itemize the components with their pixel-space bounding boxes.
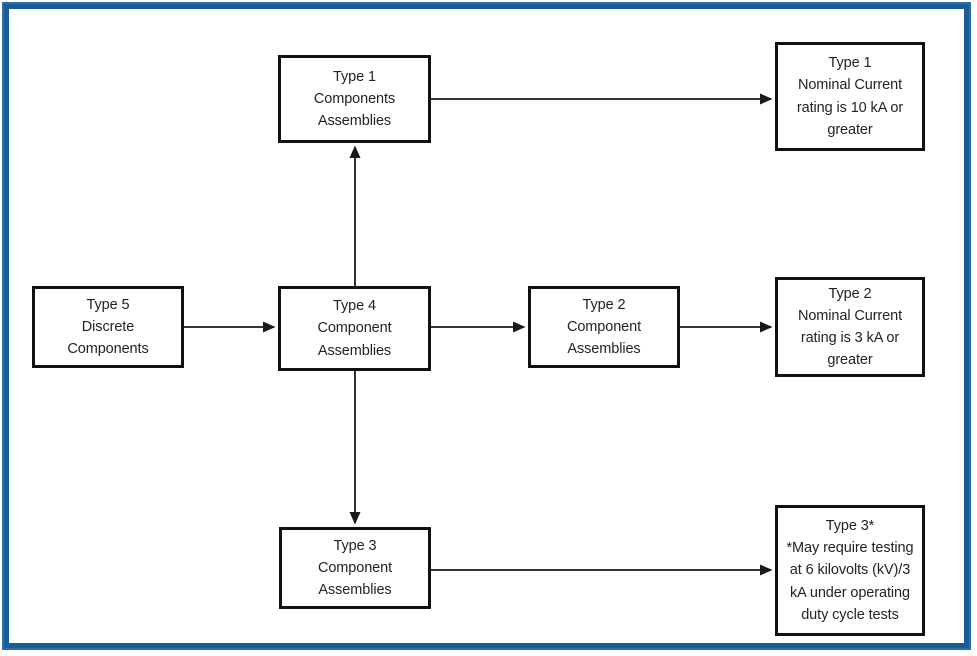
- node-label: Type 1 Nominal Current rating is 10 kA o…: [796, 55, 904, 138]
- node-type3-component[interactable]: Type 3 Component Assemblies: [279, 527, 431, 609]
- node-label: Type 5 Discrete Components: [67, 296, 149, 358]
- node-label: Type 4 Component Assemblies: [317, 298, 392, 359]
- node-type2-rating[interactable]: Type 2 Nominal Current rating is 3 kA or…: [775, 277, 925, 377]
- node-label: Type 3 Component Assemblies: [317, 537, 393, 599]
- node-type2-component[interactable]: Type 2 Component Assemblies: [528, 286, 680, 368]
- node-label: Type 1 Components Assemblies: [313, 68, 396, 130]
- node-type1-components[interactable]: Type 1 Components Assemblies: [278, 55, 431, 143]
- node-label: Type 2 Component Assemblies: [566, 296, 642, 358]
- node-type5-discrete[interactable]: Type 5 Discrete Components: [32, 286, 184, 368]
- node-label: Type 2 Nominal Current rating is 3 kA or…: [797, 285, 903, 369]
- decorative-frame-outer: [2, 2, 971, 650]
- node-type4-component[interactable]: Type 4 Component Assemblies: [278, 286, 431, 371]
- decorative-frame-inner: [4, 4, 969, 648]
- node-label: Type 3* *May require testing at 6 kilovo…: [786, 518, 914, 623]
- node-type1-rating[interactable]: Type 1 Nominal Current rating is 10 kA o…: [775, 42, 925, 151]
- node-type3-note[interactable]: Type 3* *May require testing at 6 kilovo…: [775, 505, 925, 636]
